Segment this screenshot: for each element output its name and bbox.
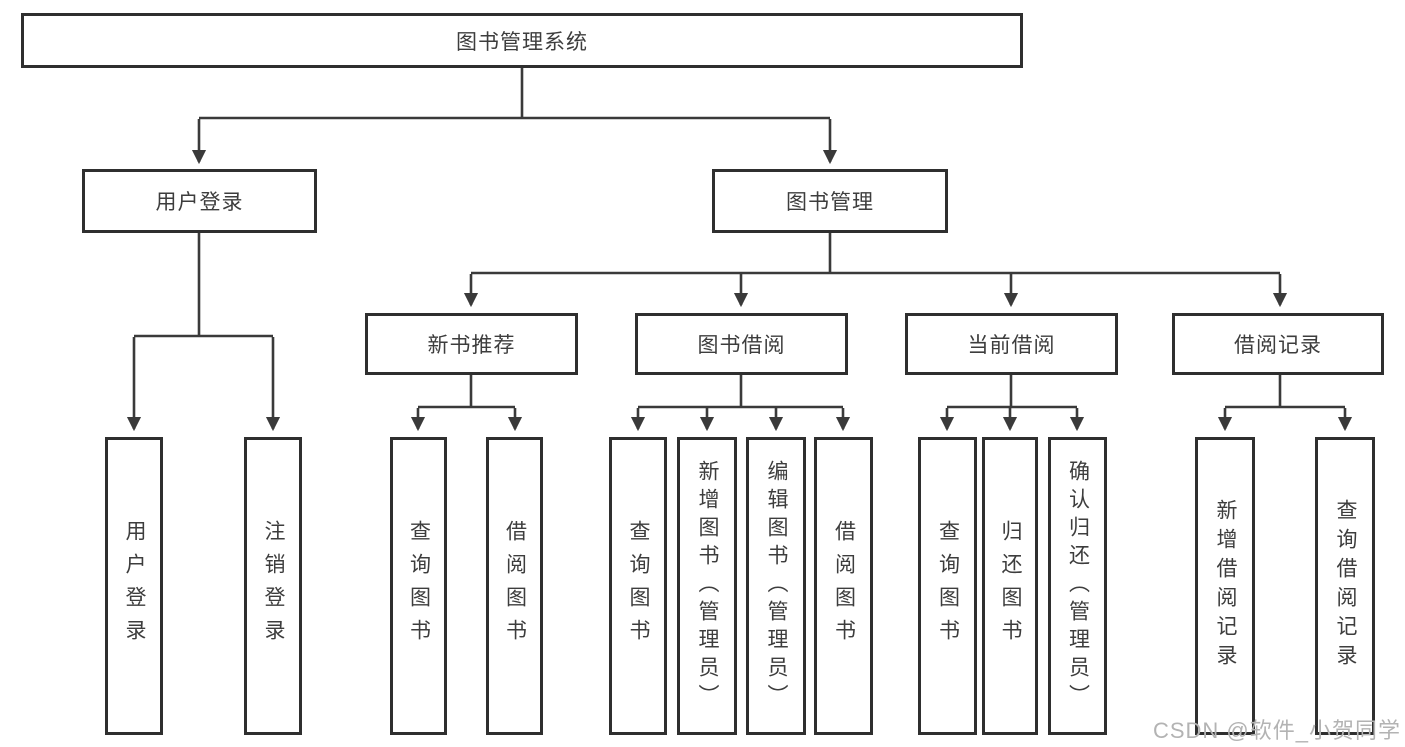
node-label: 新书推荐 (427, 334, 516, 357)
node-label: 查询图书 (936, 520, 960, 652)
leaf-user-login: 用户登录 (105, 437, 163, 735)
node-label: 借阅图书 (832, 520, 856, 652)
leaf-logout: 注销登录 (244, 437, 302, 735)
leaf-edit-books-admin: 编辑图书（管理员） (746, 437, 806, 735)
csdn-watermark: CSDN @软件_小贺同学 (1152, 718, 1401, 743)
leaf-query-books-current: 查询图书 (918, 437, 977, 735)
leaf-borrow-books-recommend: 借阅图书 (486, 437, 543, 735)
node-user-login-branch: 用户登录 (82, 169, 317, 233)
node-label: 借阅记录 (1234, 334, 1322, 357)
node-label: 用户登录 (155, 191, 244, 214)
node-book-borrow: 图书借阅 (635, 313, 848, 375)
node-label: 新增图书（管理员） (696, 460, 719, 712)
leaf-query-books-recommend: 查询图书 (390, 437, 447, 735)
node-label: 借阅图书 (503, 520, 527, 652)
node-root-system: 图书管理系统 (21, 13, 1023, 68)
node-label: 查询借阅记录 (1334, 499, 1357, 673)
leaf-return-books: 归还图书 (982, 437, 1038, 735)
node-label: 图书借阅 (697, 334, 786, 357)
node-label: 当前借阅 (967, 334, 1056, 357)
node-label: 用户登录 (123, 520, 146, 652)
node-label: 编辑图书（管理员） (765, 460, 788, 712)
leaf-query-books-borrow: 查询图书 (609, 437, 667, 735)
node-label: 注销登录 (262, 520, 285, 652)
node-current-borrow: 当前借阅 (905, 313, 1118, 375)
node-label: 确认归还（管理员） (1066, 460, 1090, 712)
node-label: 图书管理 (786, 191, 874, 214)
node-label: 查询图书 (407, 520, 431, 652)
node-label: 图书管理系统 (456, 30, 588, 54)
node-borrow-records: 借阅记录 (1172, 313, 1384, 375)
node-book-management-branch: 图书管理 (712, 169, 948, 233)
node-label: 查询图书 (627, 520, 650, 652)
leaf-add-borrow-record: 新增借阅记录 (1195, 437, 1255, 735)
node-label: 归还图书 (999, 520, 1022, 652)
leaf-query-borrow-record: 查询借阅记录 (1315, 437, 1375, 735)
leaf-borrow-books: 借阅图书 (814, 437, 873, 735)
node-label: 新增借阅记录 (1214, 499, 1237, 673)
node-new-book-recommend: 新书推荐 (365, 313, 578, 375)
leaf-add-books-admin: 新增图书（管理员） (677, 437, 737, 735)
leaf-confirm-return-admin: 确认归还（管理员） (1048, 437, 1107, 735)
